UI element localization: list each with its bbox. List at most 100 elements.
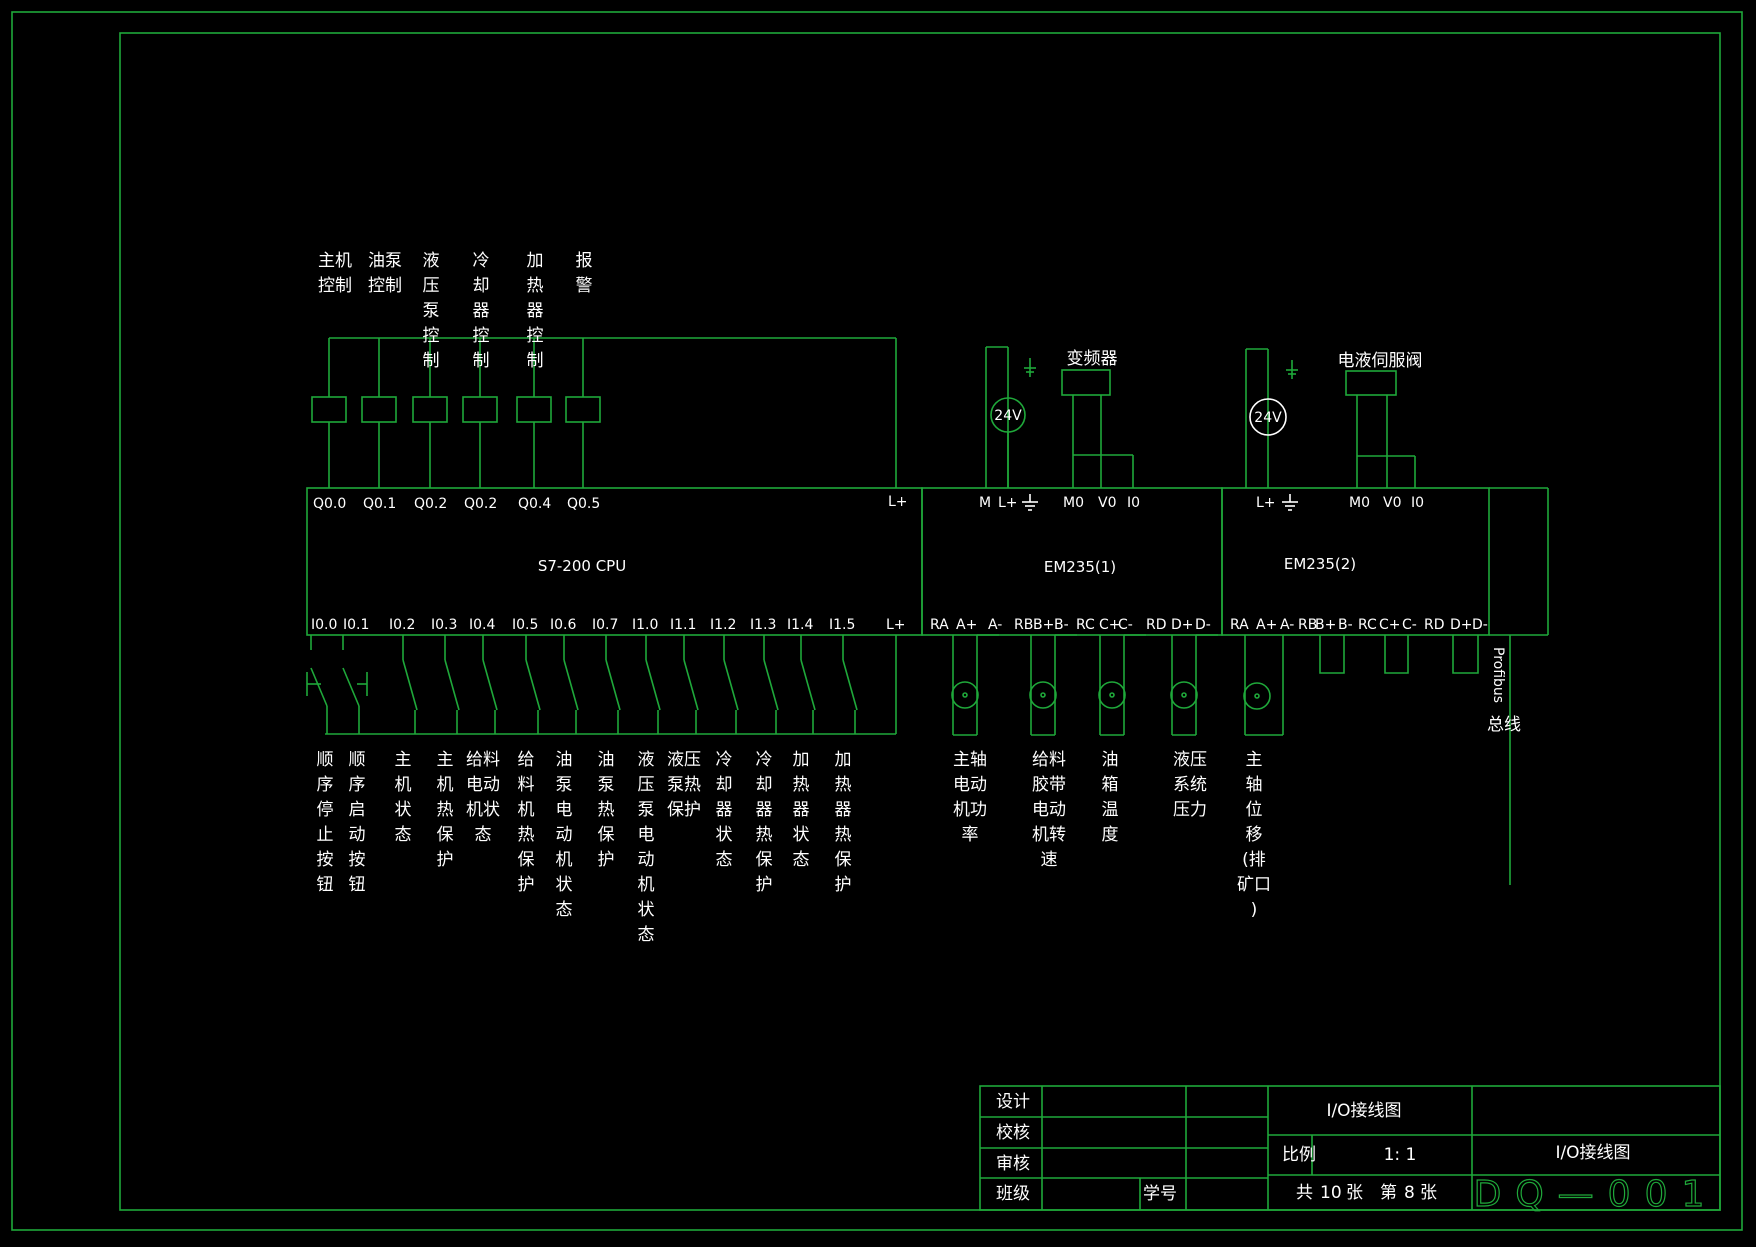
input-pin-2: I0.2 [389, 617, 415, 633]
em2-pin-lplus: L+ [1256, 495, 1276, 511]
em1-name: EM235(1) [1044, 558, 1116, 576]
input-label-6-line-3: 动 [556, 825, 573, 845]
pushbutton-contact-icon [310, 667, 328, 707]
switch-contact-icon [402, 659, 418, 711]
input-label-1-line-0: 顺 [349, 750, 366, 770]
output-label-2-line-4: 制 [423, 351, 440, 371]
em2-unused-loop-0 [1319, 635, 1345, 674]
em2-analog-label-0-line-3: 移 [1246, 825, 1263, 845]
input-label-13-line-4: 保 [835, 850, 852, 870]
em235-1-module: EM235(1) M L+ M0 V0 I0 [921, 487, 1223, 636]
input-label-6-line-0: 油 [556, 750, 573, 770]
output-label-5-line-0: 报 [576, 251, 593, 271]
input-label-5-line-2: 机 [518, 800, 535, 820]
relay-coil-icon [565, 396, 601, 423]
input-label-11-line-2: 器 [756, 800, 773, 820]
em1-bottom-pin-0: RA [930, 617, 949, 633]
em2-analog-label-0-line-4: (排 [1242, 850, 1266, 870]
input-label-0-line-3: 止 [317, 825, 334, 845]
em2-unused-loop-2 [1452, 635, 1479, 674]
input-pin-7: I0.7 [592, 617, 618, 633]
input-label-7-line-3: 保 [598, 825, 615, 845]
sheet-total: 10 [1320, 1183, 1342, 1203]
em2-pin-i0: I0 [1411, 495, 1424, 511]
cpu-module: S7-200 CPU L+ L+ [306, 487, 923, 636]
relay-coil-icon [412, 396, 448, 423]
em2-unused-loop-1 [1384, 635, 1409, 674]
em1-analog-label-2-line-0: 油 [1102, 750, 1119, 770]
relay-coil-icon [361, 396, 397, 423]
em1-analog-label-0-line-2: 机功 [953, 800, 987, 820]
input-label-8-line-4: 动 [638, 850, 655, 870]
output-pin-0: Q0.0 [313, 496, 346, 512]
em2-pin-m0: M0 [1349, 495, 1370, 511]
em1-analog-label-2-line-3: 度 [1102, 825, 1119, 845]
input-label-3-line-1: 机 [437, 775, 454, 795]
input-label-8-line-3: 电 [638, 825, 655, 845]
em1-bottom-pin-6: RC [1076, 617, 1095, 633]
input-label-8-line-2: 泵 [638, 800, 655, 820]
switch-contact-icon [723, 659, 739, 711]
output-label-3-line-0: 冷 [473, 251, 490, 271]
switch-contact-icon [563, 659, 579, 711]
analog-sensor-icon [1029, 681, 1057, 709]
analog-sensor-icon [1098, 681, 1126, 709]
em1-top-wiring: 24V 变频器 [985, 346, 1134, 488]
em1-bottom-pin-8: C- [1118, 617, 1133, 633]
input-label-13-line-0: 加 [835, 750, 852, 770]
input-label-0-line-1: 序 [317, 775, 334, 795]
output-label-2-line-3: 控 [423, 326, 440, 346]
input-label-5-line-0: 给 [518, 750, 535, 770]
title-block: 设计 校核 审核 班级 学号 I/O接线图 比例 1: 1 I/O接线图 共 1… [979, 1085, 1721, 1216]
input-label-3-line-2: 热 [437, 800, 454, 820]
input-label-6-line-6: 态 [556, 900, 573, 920]
analog-sensor-icon [951, 681, 979, 709]
sheet-no-label: 第 [1380, 1183, 1397, 1203]
outer-frame [11, 11, 1743, 1231]
em2-analog-label-0-line-2: 位 [1246, 800, 1263, 820]
input-pin-6: I0.6 [550, 617, 576, 633]
switch-contact-icon [525, 659, 541, 711]
em2-analog-label-0-line-0: 主 [1246, 750, 1263, 770]
analog-sensor-dot [962, 692, 968, 698]
em2-ground-symbol [1282, 494, 1298, 511]
input-label-13-line-2: 器 [835, 800, 852, 820]
input-pin-5: I0.5 [512, 617, 538, 633]
input-label-6-line-4: 机 [556, 850, 573, 870]
output-label-4-line-1: 热 [527, 276, 544, 296]
output-label-2-line-1: 压 [423, 276, 440, 296]
input-label-0-line-2: 停 [317, 800, 334, 820]
input-label-12-line-2: 器 [793, 800, 810, 820]
em2-bottom-pin-1: A+ [1256, 617, 1277, 633]
em1-top-ground-icon [1024, 358, 1036, 377]
input-label-0-line-4: 按 [317, 850, 334, 870]
inverter-box [1061, 369, 1111, 396]
drawing-title: I/O接线图 [1326, 1101, 1401, 1121]
em1-pin-i0: I0 [1127, 495, 1140, 511]
input-label-12-line-4: 态 [793, 850, 810, 870]
input-label-11-line-1: 却 [756, 775, 773, 795]
output-label-4-line-4: 制 [527, 351, 544, 371]
inverter-label: 变频器 [1067, 349, 1118, 369]
input-label-6-line-5: 状 [556, 875, 573, 895]
cpu-input-section: I0.0顺序停止按钮I0.1顺序启动按钮I0.2主机状态I0.3主机热保护I0.… [306, 617, 897, 945]
input-label-8-line-1: 压 [638, 775, 655, 795]
input-label-5-line-5: 护 [518, 875, 535, 895]
em2-bottom-pin-8: C- [1402, 617, 1417, 633]
input-label-12-line-0: 加 [793, 750, 810, 770]
input-label-2-line-1: 机 [395, 775, 412, 795]
input-label-13-line-1: 热 [835, 775, 852, 795]
em2-bottom-pin-5: B- [1338, 617, 1353, 633]
cpu-name: S7-200 CPU [538, 557, 626, 575]
em1-bottom-pin-7: C+ [1099, 617, 1121, 633]
em2-top-ground-icon [1286, 360, 1298, 379]
